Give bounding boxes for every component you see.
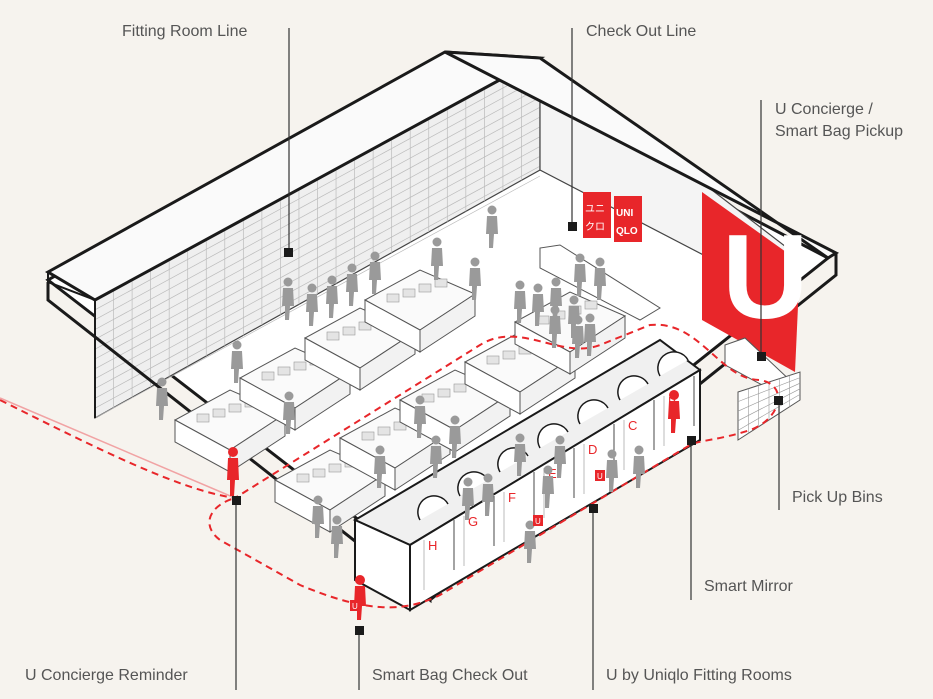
logo-en-bottom: QLO: [616, 226, 638, 237]
shopper-figure: [326, 275, 338, 318]
fitting-room-letter: E: [548, 466, 557, 481]
shopper-figure: [486, 205, 498, 248]
label-u-concierge-2: Smart Bag Pickup: [775, 123, 904, 140]
svg-text:U: U: [352, 602, 358, 611]
label-check-out-line: Check Out Line: [586, 23, 697, 40]
fitting-room-letter: G: [468, 514, 478, 529]
callout-leaders: [235, 28, 780, 690]
shopper-figure: [606, 449, 618, 492]
shopper-figure: [414, 395, 426, 438]
label-pick-up-bins: Pick Up Bins: [792, 489, 883, 506]
brand-wall-letter: U: [722, 210, 809, 344]
fitting-room-letter: H: [428, 538, 437, 553]
fitting-room-D: D: [577, 399, 615, 494]
red-brand-wall: [702, 192, 800, 372]
label-u-concierge-1: U Concierge /: [775, 101, 873, 118]
customer-path: [0, 323, 780, 609]
logo-jp-bottom: クロ: [585, 221, 605, 233]
shopper-figure: [514, 433, 526, 476]
shopper-figure: [462, 477, 474, 520]
shopper-figure: [369, 251, 381, 294]
shopper-figure: [431, 237, 443, 280]
label-u-by-uniqlo-fitting-rooms: U by Uniqlo Fitting Rooms: [606, 667, 792, 684]
shopper-figure: [594, 257, 606, 300]
shopper-figure: [574, 253, 586, 296]
shopper-figure: [482, 473, 494, 516]
shopper-figure: [331, 515, 343, 558]
smart-bag-icon-3: U: [350, 600, 360, 611]
shopper-figure: [312, 495, 324, 538]
entry-fade-line: [0, 397, 236, 499]
display-table: [273, 449, 387, 533]
shopper-figure: [283, 391, 295, 434]
fitting-room-H: H: [417, 495, 455, 590]
shopper-figure: [524, 520, 536, 563]
shopper-figure: [469, 257, 481, 300]
shelving-grid: [94, 57, 541, 419]
shopper-figure: [633, 445, 645, 488]
fitting-room-letter: C: [628, 418, 637, 433]
smart-bag-icon-1: U: [533, 515, 543, 526]
logo-jp-top: ユニ: [585, 204, 605, 215]
display-table: [398, 369, 512, 453]
smart-bag-icon-2: U: [595, 470, 605, 481]
label-smart-mirror: Smart Mirror: [704, 578, 793, 595]
red-shopper-checkout: [354, 575, 366, 620]
shopper-figure: [542, 465, 554, 508]
shopper-figure: [449, 415, 461, 458]
label-smart-bag-check-out: Smart Bag Check Out: [372, 667, 528, 684]
shopper-figure: [231, 340, 243, 383]
shopper-figure: [430, 435, 442, 478]
red-figures: U U U: [227, 390, 680, 620]
callout-markers: [232, 222, 783, 635]
fitting-rooms-side: [354, 518, 411, 612]
fitting-room-C: C: [617, 375, 655, 470]
shopper-figure: [346, 263, 358, 306]
svg-text:U: U: [597, 472, 603, 481]
logo-en-top: UNI: [616, 208, 633, 219]
shopper-figures: [156, 205, 645, 563]
fitting-room-letter: F: [508, 490, 516, 505]
pick-up-bin-grid: [737, 375, 801, 434]
outer-wall-top: [47, 272, 96, 418]
uniqlo-logo: ユニ クロ UNI QLO: [583, 192, 642, 242]
shopper-figure: [572, 315, 584, 358]
svg-text:U: U: [535, 517, 541, 526]
shopper-figure: [584, 313, 596, 356]
label-u-concierge-reminder: U Concierge Reminder: [25, 667, 188, 684]
shopper-figure: [532, 283, 544, 326]
red-shopper-reminder: [227, 447, 239, 496]
shopper-figure: [549, 305, 561, 348]
fitting-room-letter: D: [588, 442, 597, 457]
fitting-room-E: E: [537, 423, 575, 518]
shopper-figure: [554, 435, 566, 478]
shopper-figure: [306, 283, 318, 326]
shopper-figure: [156, 377, 168, 420]
shopper-figure: [282, 277, 294, 320]
shopper-figure: [514, 280, 526, 323]
shopper-figure: [374, 445, 386, 488]
label-fitting-room-line: Fitting Room Line: [122, 23, 248, 40]
red-shopper-mirror: [668, 390, 680, 433]
